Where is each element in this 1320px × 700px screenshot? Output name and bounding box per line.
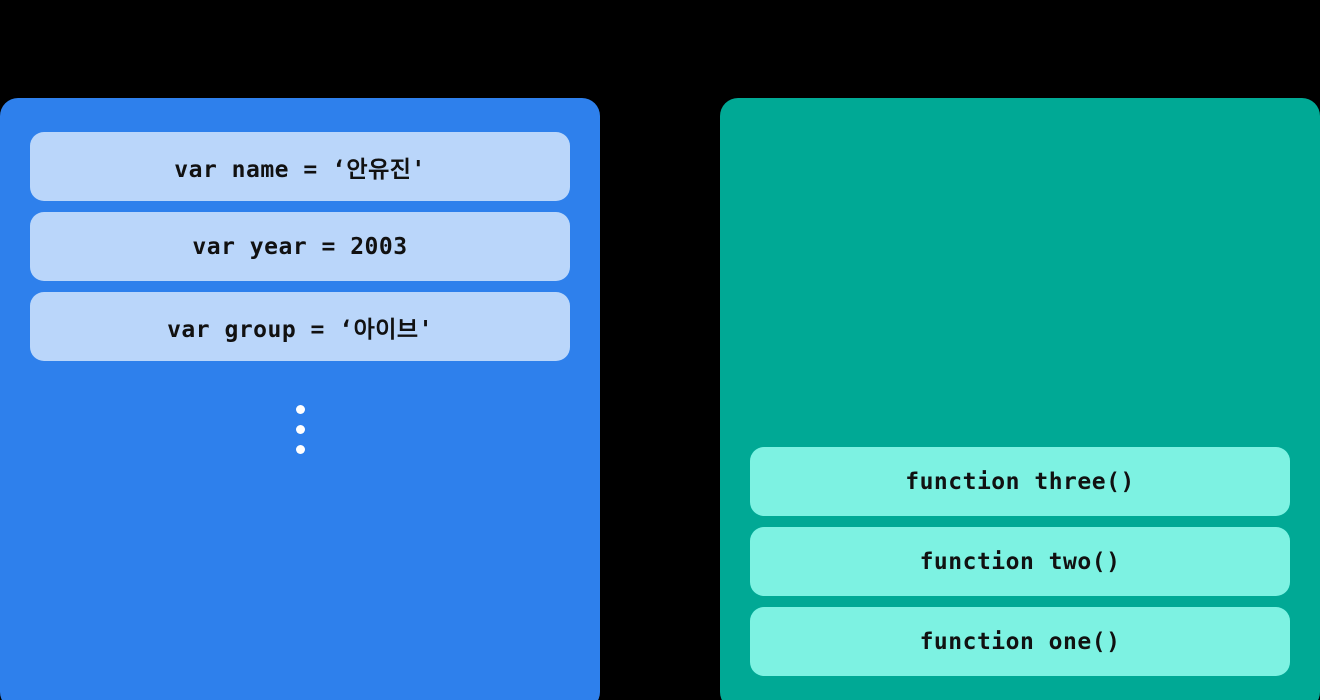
stack-frame-box: function three() xyxy=(750,447,1290,516)
variable-box: var name = ‘안유진' xyxy=(30,132,570,201)
variables-panel: var name = ‘안유진' var year = 2003 var gro… xyxy=(0,98,600,700)
ellipsis-dot xyxy=(295,405,305,414)
variable-box: var group = ‘아이브' xyxy=(30,292,570,361)
ellipsis-dot xyxy=(295,425,305,434)
ellipsis-dot xyxy=(295,445,305,454)
vertical-ellipsis xyxy=(0,405,600,454)
stack-frame-box: function two() xyxy=(750,527,1290,596)
stack-frame-box: function one() xyxy=(750,607,1290,676)
call-stack-panel: function three() function two() function… xyxy=(720,98,1320,700)
variable-box: var year = 2003 xyxy=(30,212,570,281)
